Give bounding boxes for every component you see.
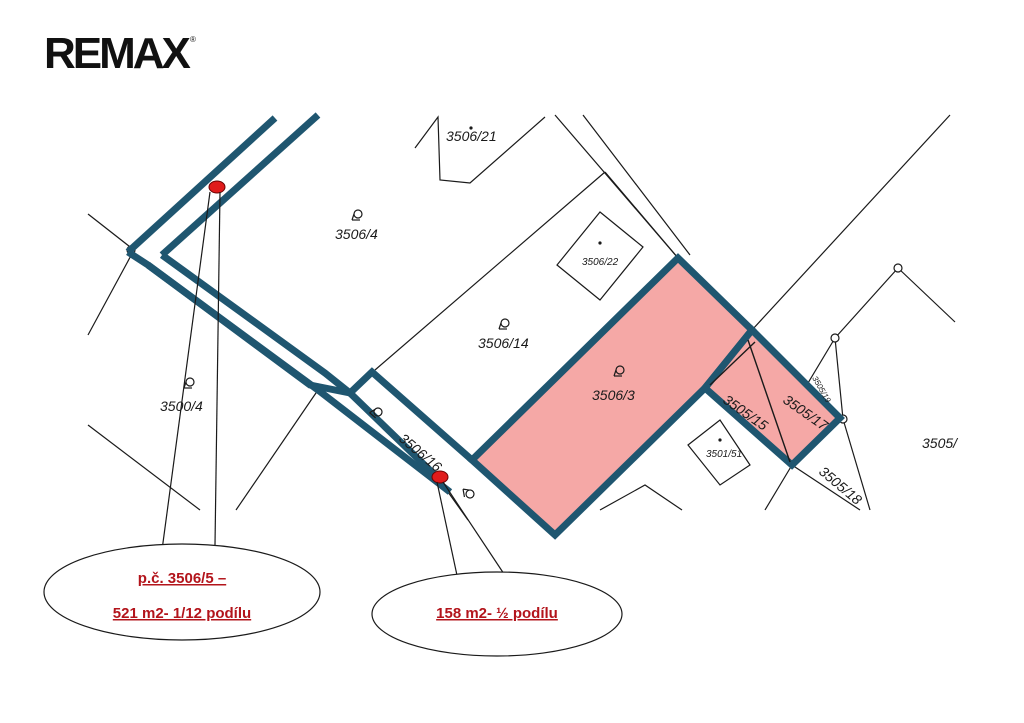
marker-left (208, 180, 226, 194)
symbol-3506-16 (369, 407, 383, 419)
land-use-symbols (183, 209, 625, 499)
callout-left-line2: 521 m2- 1/12 podílu (113, 605, 251, 622)
callout-left-line1: p.č. 3506/5 – (138, 570, 226, 587)
remax-logo: REMAX ® (44, 29, 196, 78)
location-markers (208, 180, 449, 484)
symbol-3506-3 (613, 365, 625, 377)
access-road-boundaries (125, 112, 475, 495)
callout-right: 158 m2- ½ podílu (371, 571, 623, 657)
highlighted-parcels (466, 253, 845, 540)
label-3501-51: 3501/51 (706, 449, 742, 460)
label-3506-14: 3506/14 (478, 335, 529, 351)
symbol-3506-4 (351, 209, 363, 221)
marker-right (431, 470, 449, 484)
remax-logo-text: REMAX (44, 29, 191, 78)
symbol-3500-4 (183, 377, 195, 389)
label-3505-cut: 3505/ (922, 435, 959, 451)
label-3506-21: 3506/21 (446, 128, 497, 144)
label-3506-4: 3506/4 (335, 226, 378, 242)
label-3500-4: 3500/4 (160, 398, 203, 414)
callout-left: p.č. 3506/5 – 521 m2- 1/12 podílu (43, 543, 321, 641)
callout-leaders (159, 191, 509, 581)
label-3506-3: 3506/3 (592, 387, 635, 403)
registered-mark: ® (190, 35, 196, 44)
label-3506-22: 3506/22 (582, 257, 619, 268)
callout-right-line1: 158 m2- ½ podílu (436, 605, 558, 622)
parcel-3505-area (700, 324, 845, 470)
symbol-bottom (462, 488, 475, 499)
symbol-3506-14 (498, 318, 510, 330)
